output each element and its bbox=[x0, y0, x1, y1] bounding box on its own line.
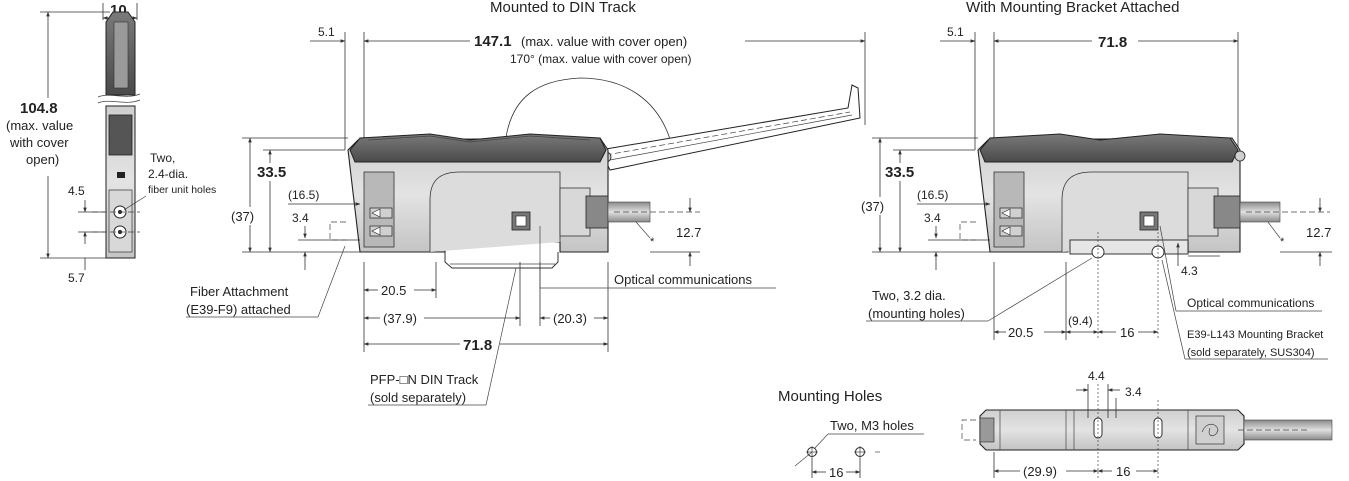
side-view: 10 104.8 (max. value with cover open) Tw… bbox=[3, 2, 216, 285]
din-dim-5-1: 5.1 bbox=[318, 25, 335, 39]
side-height-note-3: open) bbox=[26, 152, 59, 167]
din-dim-20-5: 20.5 bbox=[381, 283, 406, 298]
bottom-dim-4-4: 4.4 bbox=[1088, 369, 1105, 383]
bottom-view: 4.4 3.4 (29.9) 16 bbox=[961, 369, 1333, 479]
br-holes-label-2: (mounting holes) bbox=[868, 306, 965, 321]
title-din-track: Mounted to DIN Track bbox=[490, 0, 636, 16]
side-holes-label-2: 2.4-dia. bbox=[148, 167, 188, 181]
side-height-note-2: with cover bbox=[9, 135, 69, 150]
br-dim-4-3: 4.3 bbox=[1181, 264, 1198, 278]
title-mounting-holes: Mounting Holes bbox=[778, 388, 882, 405]
br-dim-5-1: 5.1 bbox=[947, 25, 964, 39]
bottom-dim-16: 16 bbox=[1116, 464, 1130, 479]
din-dim-16-5: (16.5) bbox=[288, 188, 319, 202]
side-dim-5-7: 5.7 bbox=[68, 271, 85, 285]
din-track bbox=[444, 252, 559, 269]
din-dim-20-3: (20.3) bbox=[553, 311, 587, 326]
br-dim-16: 16 bbox=[1120, 325, 1134, 340]
br-dim-37: (37) bbox=[861, 199, 884, 214]
din-cover-closed bbox=[349, 133, 607, 163]
holes-label: Two, M3 holes bbox=[830, 418, 914, 433]
br-optical-label: Optical communications bbox=[1187, 296, 1314, 310]
din-fiber-label-2: (E39-F9) attached bbox=[186, 302, 291, 317]
din-optical-label: Optical communications bbox=[614, 272, 752, 287]
br-dim-33-5: 33.5 bbox=[885, 164, 914, 181]
br-dim-16-5: (16.5) bbox=[917, 188, 948, 202]
din-dim-12-7: 12.7 bbox=[676, 225, 701, 240]
svg-text:*: * bbox=[1280, 236, 1285, 248]
br-dim-20-5: 20.5 bbox=[1008, 325, 1033, 340]
side-height-label: 104.8 bbox=[20, 100, 58, 117]
bottom-dim-3-4: 3.4 bbox=[1125, 385, 1142, 399]
bottom-dim-29-9: (29.9) bbox=[1023, 464, 1057, 479]
holes-dim-16: 16 bbox=[829, 465, 843, 480]
din-dim-37-9: (37.9) bbox=[383, 311, 417, 326]
side-dim-4-5: 4.5 bbox=[68, 184, 85, 198]
din-angle-label: 170° (max. value with cover open) bbox=[510, 52, 692, 66]
side-height-note-1: (max. value bbox=[6, 118, 73, 133]
side-cover-slot bbox=[113, 21, 129, 89]
br-bracket-label-2: (sold separately, SUS304) bbox=[1187, 347, 1315, 359]
br-dim-71-8-top: 71.8 bbox=[1098, 34, 1127, 51]
br-bracket-label-1: E39-L143 Mounting Bracket bbox=[1187, 329, 1323, 341]
din-dim-3-4: 3.4 bbox=[292, 211, 309, 225]
br-dim-3-4: 3.4 bbox=[924, 211, 941, 225]
br-cover bbox=[979, 133, 1239, 163]
din-view: 5.1 147.1 (max. value with cover open) 1… bbox=[186, 25, 866, 406]
din-track-label-2: (sold separately) bbox=[370, 390, 466, 405]
din-track-label-1: PFP-□N DIN Track bbox=[370, 372, 479, 387]
br-dim-9-4: (9.4) bbox=[1068, 314, 1093, 328]
mounting-holes-view: Two, M3 holes 16 bbox=[794, 418, 924, 480]
bracket-view: 5.1 71.8 * 12.7 bbox=[860, 25, 1332, 360]
br-dim-12-7: 12.7 bbox=[1306, 225, 1331, 240]
br-holes-label-1: Two, 3.2 dia. bbox=[872, 288, 946, 303]
title-bracket: With Mounting Bracket Attached bbox=[966, 0, 1179, 16]
bottom-body bbox=[979, 409, 1245, 451]
br-bracket-plate bbox=[1069, 239, 1189, 255]
din-open-cover bbox=[599, 84, 861, 171]
din-dim-147-1-note: (max. value with cover open) bbox=[521, 34, 687, 49]
din-dim-147-1: 147.1 bbox=[474, 33, 512, 50]
din-fiber-label-1: Fiber Attachment bbox=[190, 284, 289, 299]
din-dim-33-5: 33.5 bbox=[257, 164, 286, 181]
side-holes-label-1: Two, bbox=[150, 151, 175, 165]
svg-text:*: * bbox=[650, 236, 655, 248]
side-holes-label-3: fiber unit holes bbox=[148, 184, 216, 196]
din-dim-37: (37) bbox=[231, 209, 254, 224]
din-dim-71-8: 71.8 bbox=[463, 337, 492, 354]
